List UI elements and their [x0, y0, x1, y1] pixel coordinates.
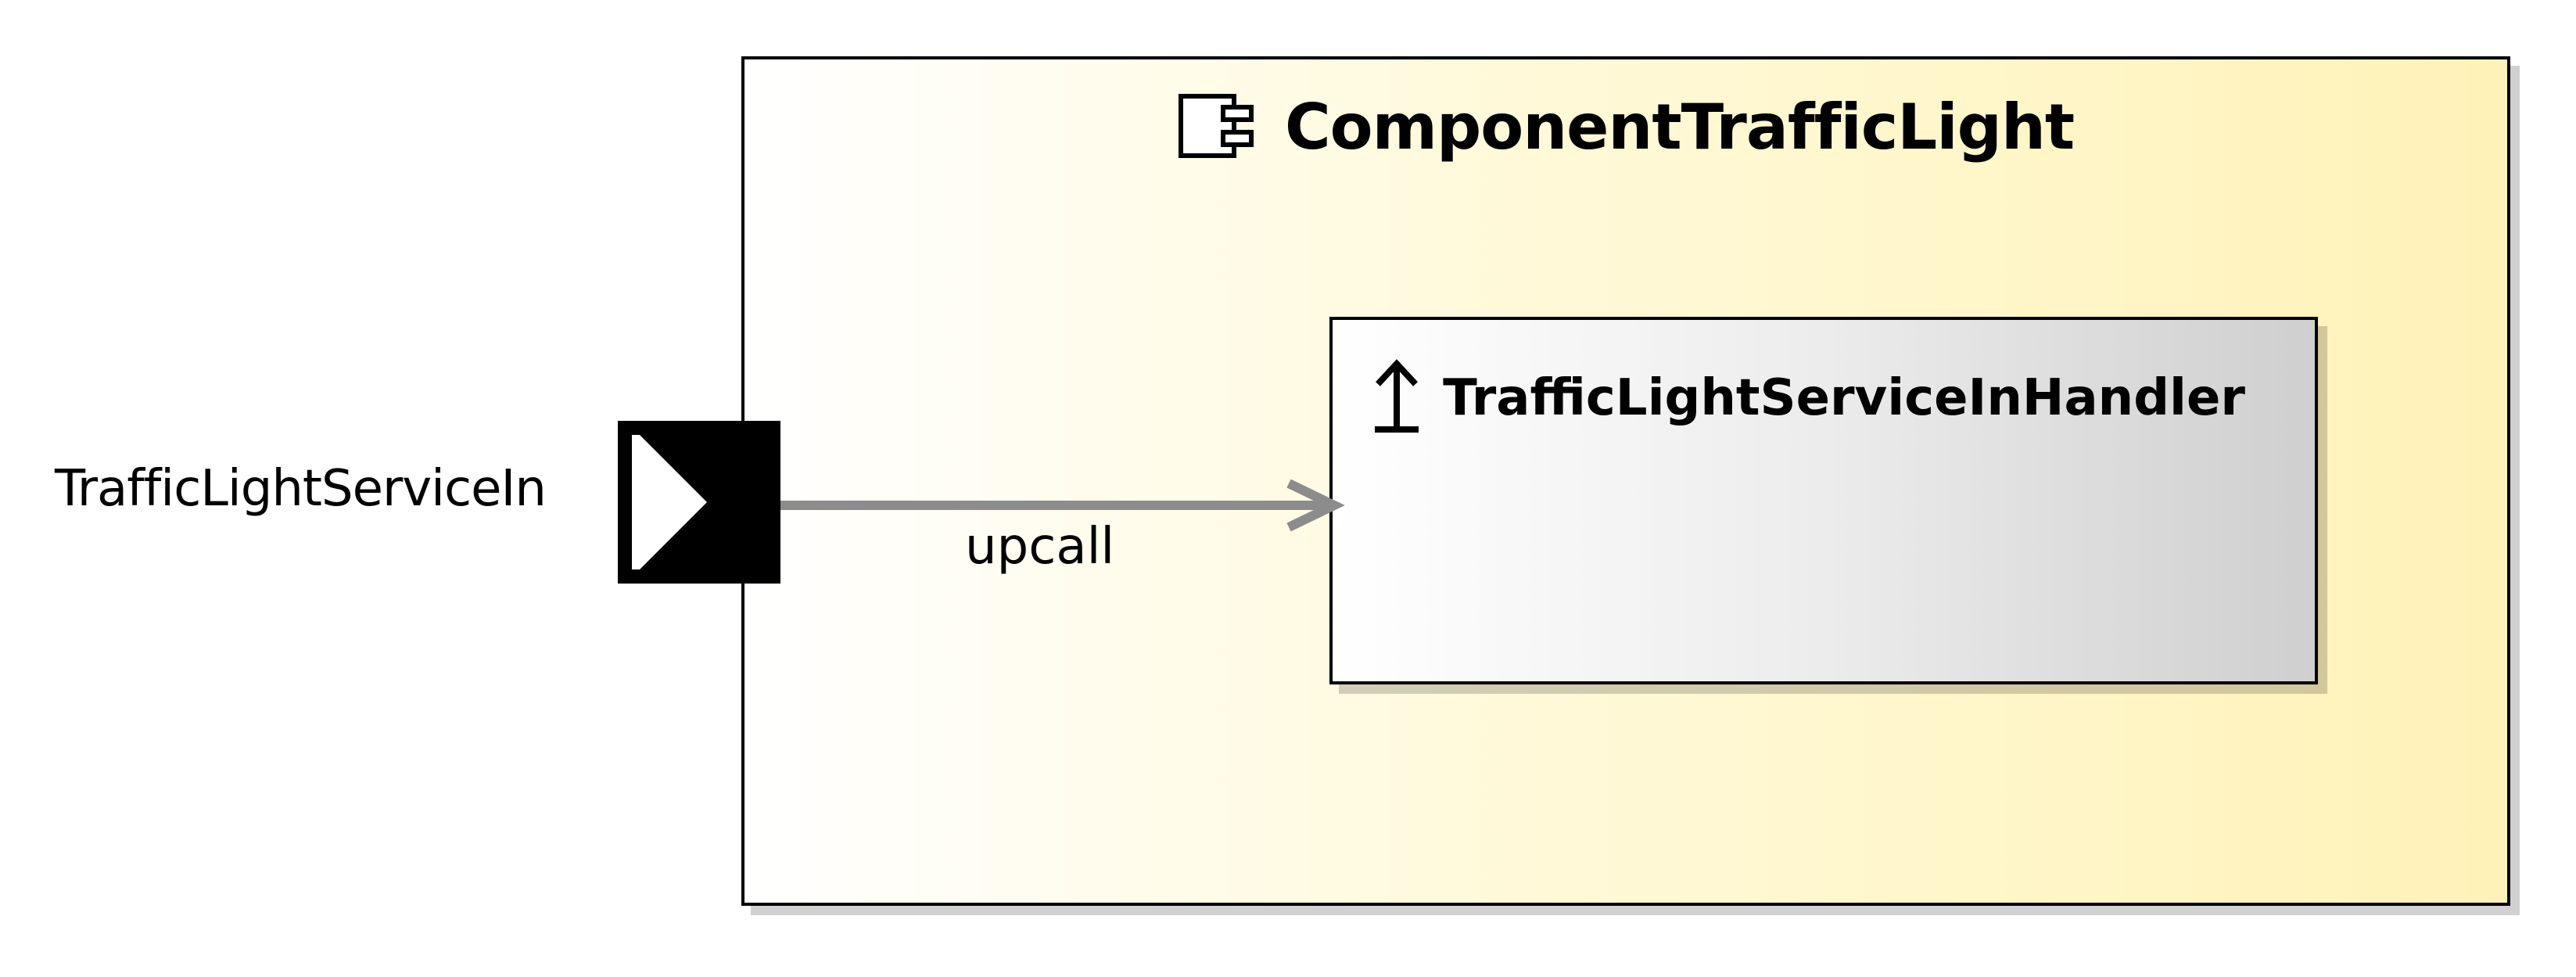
component-icon	[1178, 93, 1259, 162]
handler-header: TrafficLightServiceInHandler	[1372, 357, 2245, 439]
component-header: ComponentTrafficLight	[744, 91, 2507, 163]
handler-box[interactable]: TrafficLightServiceInHandler	[1329, 317, 2318, 684]
port-label: TrafficLightServiceIn	[55, 460, 547, 518]
connector-label: upcall	[965, 518, 1115, 576]
upward-arrow-icon	[1372, 357, 1422, 439]
port-inner	[632, 435, 766, 569]
port-icon[interactable]	[618, 421, 780, 584]
handler-title: TrafficLightServiceInHandler	[1443, 369, 2245, 427]
component-title: ComponentTrafficLight	[1284, 91, 2075, 163]
